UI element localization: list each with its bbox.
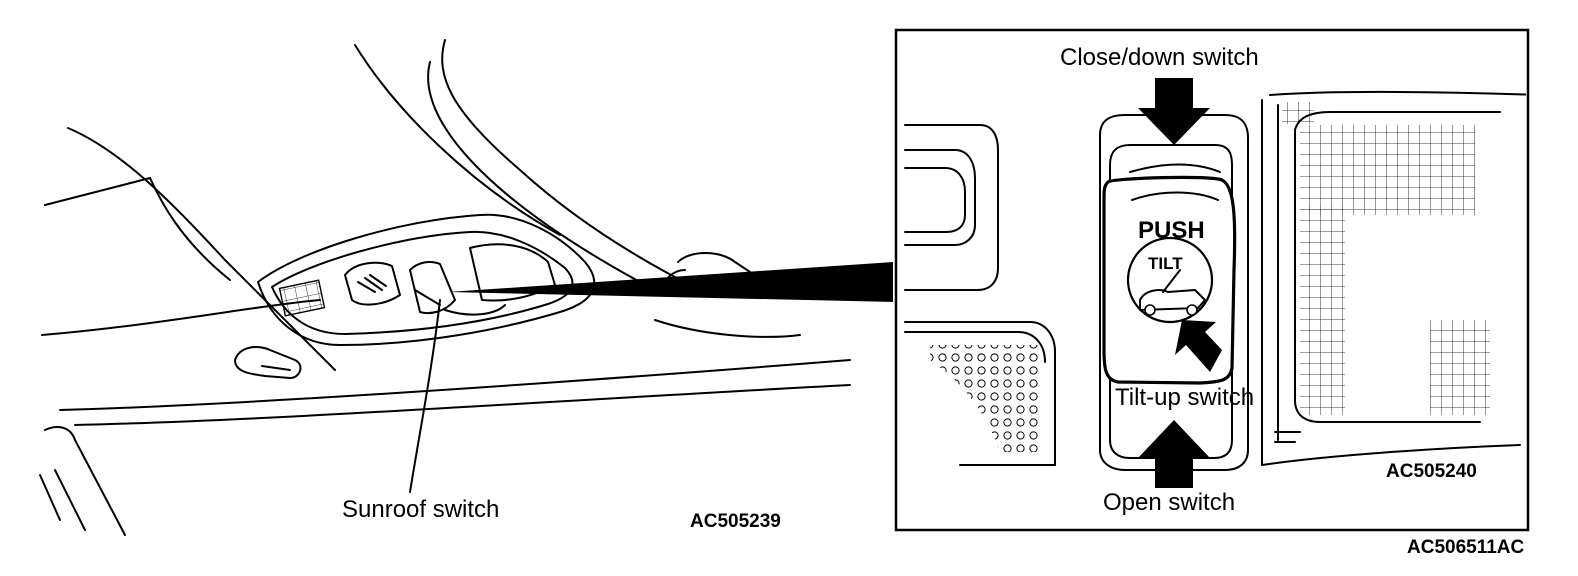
headliner-outline	[39, 39, 851, 536]
sunroof-switch-leader	[409, 299, 441, 493]
sunroof-switch-label: Sunroof switch	[342, 496, 500, 523]
tilt-up-arrow	[1175, 320, 1222, 372]
close-down-switch-label: Close/down switch	[1060, 44, 1259, 71]
left-figure-code: AC505239	[690, 511, 781, 532]
overhead-console	[257, 213, 596, 346]
grab-handle	[234, 346, 302, 379]
composite-figure-code: AC506511AC	[1407, 537, 1525, 558]
open-switch-label: Open switch	[1103, 489, 1236, 516]
detail-panel-content	[904, 78, 1526, 488]
tilt-label: TILT	[1148, 254, 1183, 273]
push-label: PUSH	[1138, 217, 1205, 244]
right-figure-code: AC505240	[1386, 461, 1477, 482]
close-down-arrow	[1138, 78, 1210, 145]
tilt-up-switch-label: Tilt-up switch	[1115, 384, 1255, 411]
detail-pointer-wedge	[448, 262, 893, 302]
open-arrow	[1138, 420, 1210, 488]
